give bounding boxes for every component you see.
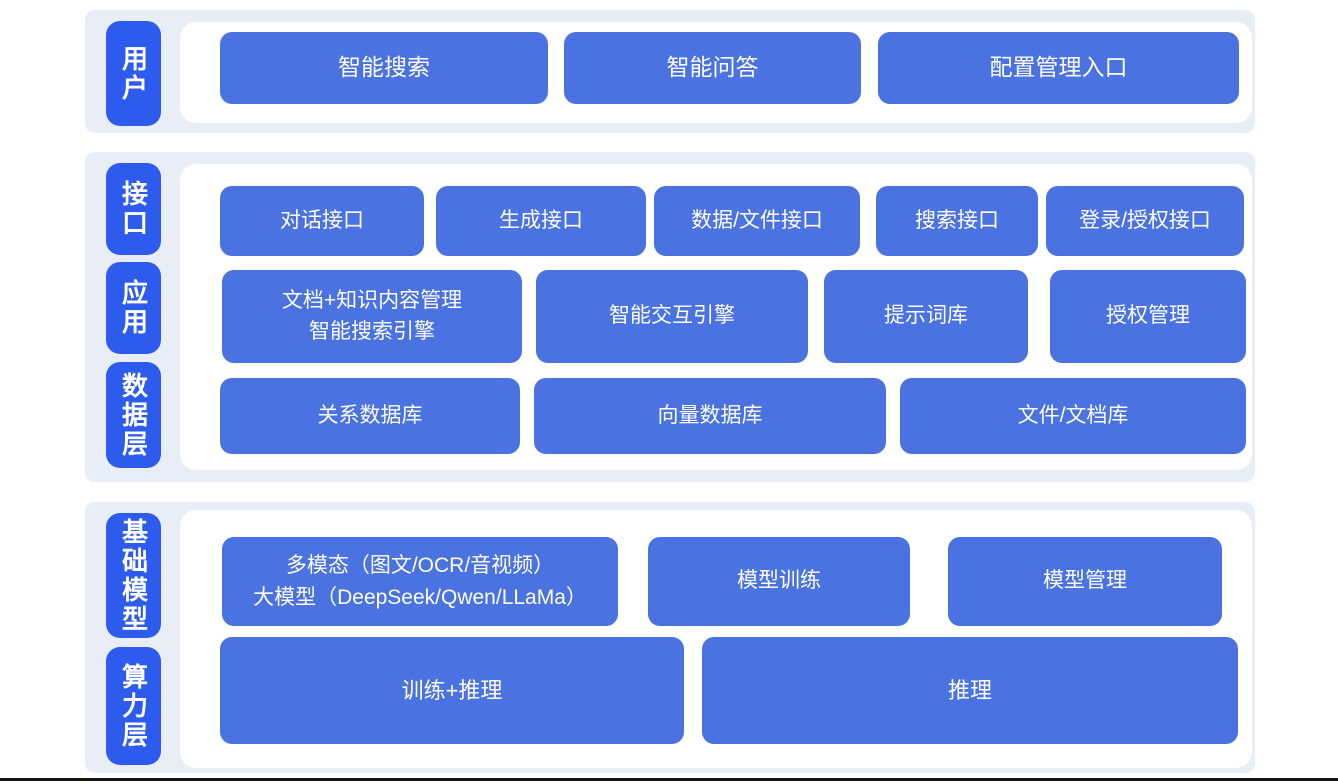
box-data-file-interface: 数据/文件接口 [654, 186, 860, 256]
box-search-interface: 搜索接口 [876, 186, 1038, 256]
box-vector-database: 向量数据库 [534, 378, 886, 454]
box-prompt-library: 提示词库 [824, 270, 1028, 363]
box-model-management: 模型管理 [948, 537, 1222, 626]
box-training-plus-inference: 训练+推理 [220, 637, 684, 744]
box-model-training: 模型训练 [648, 537, 910, 626]
box-multimodal-large-model: 多模态（图文/OCR/音视频） 大模型（DeepSeek/Qwen/LLaMa） [222, 537, 618, 626]
box-generation-interface: 生成接口 [436, 186, 646, 256]
layer-label-application: 应用 [106, 262, 161, 354]
layer-label-foundation-model: 基础模型 [106, 513, 161, 638]
box-file-document-store: 文件/文档库 [900, 378, 1246, 454]
box-intelligent-interaction-engine: 智能交互引擎 [536, 270, 808, 363]
box-dialog-interface: 对话接口 [220, 186, 424, 256]
box-smart-search: 智能搜索 [220, 32, 548, 104]
box-config-management-entry: 配置管理入口 [878, 32, 1239, 104]
layer-label-compute: 算力层 [106, 647, 161, 765]
layer-label-interface: 接口 [106, 163, 161, 255]
box-doc-knowledge-search-engine: 文档+知识内容管理 智能搜索引擎 [222, 270, 522, 363]
box-authorization-management: 授权管理 [1050, 270, 1246, 363]
layer-label-data: 数据层 [106, 362, 161, 468]
bottom-divider [0, 778, 1338, 781]
box-login-auth-interface: 登录/授权接口 [1046, 186, 1244, 256]
box-relational-database: 关系数据库 [220, 378, 520, 454]
box-smart-qa: 智能问答 [564, 32, 861, 104]
layer-label-user: 用户 [106, 21, 161, 126]
box-inference: 推理 [702, 637, 1238, 744]
